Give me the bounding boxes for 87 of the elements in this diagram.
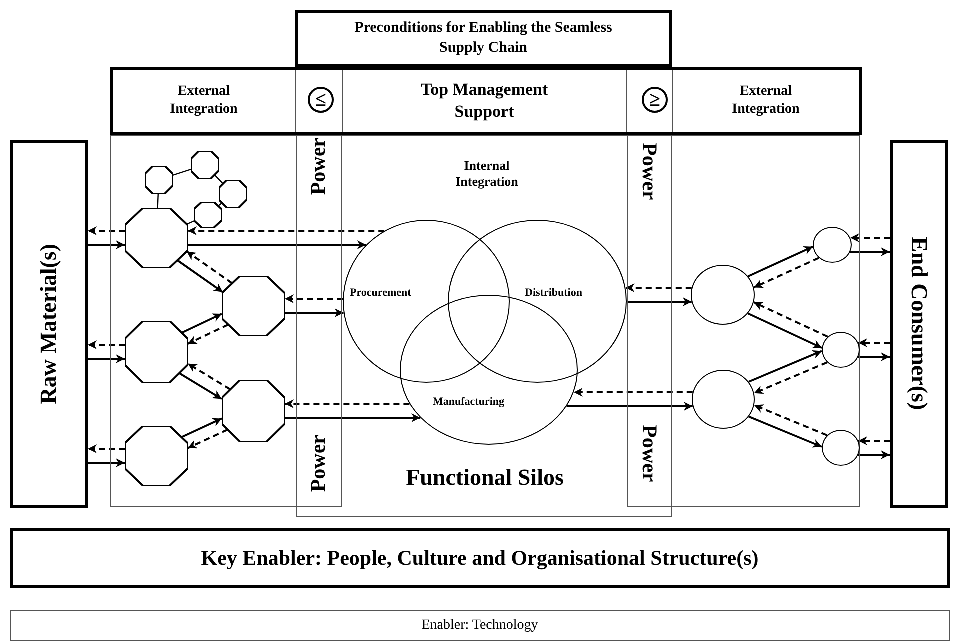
- octagon-node: [222, 380, 285, 442]
- arrow: [748, 416, 822, 448]
- venn-label: Distribution: [525, 287, 582, 299]
- circle-node: [692, 370, 755, 429]
- arrow: [285, 308, 344, 318]
- power-label: Power: [306, 435, 331, 492]
- arrow: [748, 350, 822, 383]
- arrow: [188, 324, 229, 345]
- section-heading: Functional Silos: [405, 464, 565, 492]
- arrow: [285, 294, 343, 304]
- arrow: [858, 338, 890, 348]
- arrow: [748, 312, 823, 349]
- arrow: [181, 418, 222, 438]
- circle-node: [822, 430, 860, 466]
- arrow: [188, 428, 228, 450]
- region-box: [110, 135, 342, 507]
- arrow: [181, 313, 222, 334]
- octagon-node: [194, 202, 222, 228]
- process-box: [295, 10, 672, 67]
- power-label: Power: [306, 138, 331, 196]
- octagon-node: [191, 151, 219, 179]
- arrow: [754, 362, 828, 394]
- arrow: [850, 234, 890, 242]
- power-label: Power: [637, 425, 662, 482]
- header-label: External Integration: [731, 82, 801, 119]
- arrow: [285, 414, 421, 422]
- arrow: [88, 340, 125, 350]
- arrow: [858, 352, 890, 362]
- box-title: Preconditions for Enabling the Seamless Supply Chain: [354, 19, 614, 58]
- arrow: [754, 302, 828, 338]
- arrow: [88, 458, 125, 468]
- process-box: [10, 610, 950, 641]
- arrow: [858, 450, 890, 460]
- process-box: [10, 528, 950, 588]
- octagon-node: [125, 208, 188, 268]
- side-label: Raw Material(s): [36, 244, 62, 404]
- process-box: [296, 135, 672, 517]
- circled-symbol: ≤: [308, 87, 334, 113]
- circled-symbol: ≥: [642, 87, 668, 113]
- arrow: [188, 240, 366, 250]
- venn-label: Manufacturing: [433, 396, 504, 408]
- circle-node: [822, 332, 860, 368]
- region-box: [627, 135, 860, 507]
- arrow: [754, 404, 828, 436]
- arrow: [627, 298, 692, 306]
- power-label: Power: [637, 143, 662, 200]
- arrow: [186, 250, 233, 284]
- banner-label: Key Enabler: People, Culture and Organisational Structure(s): [201, 546, 759, 570]
- venn-label: Procurement: [350, 287, 412, 299]
- arrow: [178, 372, 223, 400]
- banner-label: Enabler: Technology: [422, 618, 538, 634]
- header-label: Top Management Support: [420, 78, 550, 123]
- connector-line: [214, 174, 224, 184]
- octagon-node: [222, 276, 285, 336]
- connector-line: [157, 194, 159, 208]
- octagon-node: [125, 426, 188, 486]
- connector-line: [172, 169, 192, 176]
- arrow: [748, 246, 814, 278]
- header-label: External Integration: [169, 82, 239, 119]
- arrow: [858, 436, 890, 446]
- arrow: [88, 226, 125, 236]
- circle-node: [691, 265, 755, 325]
- arrow: [626, 284, 692, 292]
- venn-circle: [448, 220, 627, 383]
- arrow: [187, 362, 232, 390]
- process-box: [10, 140, 88, 508]
- header-band: [110, 67, 862, 135]
- circle-node: [813, 227, 852, 263]
- octagon-node: [125, 321, 188, 383]
- side-label: End Consumer(s): [906, 237, 932, 411]
- arrow: [850, 248, 890, 256]
- process-box: [890, 140, 948, 508]
- process-box: [342, 70, 627, 132]
- arrow: [566, 402, 693, 411]
- arrow: [88, 354, 125, 364]
- arrow: [285, 400, 410, 408]
- arrow: [754, 257, 820, 289]
- section-heading: Internal Integration: [454, 158, 520, 190]
- arrow: [88, 444, 125, 454]
- arrow: [177, 260, 224, 294]
- octagon-node: [145, 166, 173, 194]
- arrow: [574, 388, 693, 397]
- arrow: [88, 240, 125, 250]
- arrow: [188, 226, 385, 236]
- venn-circle: [343, 220, 510, 383]
- octagon-node: [219, 180, 247, 208]
- venn-circle: [400, 295, 578, 445]
